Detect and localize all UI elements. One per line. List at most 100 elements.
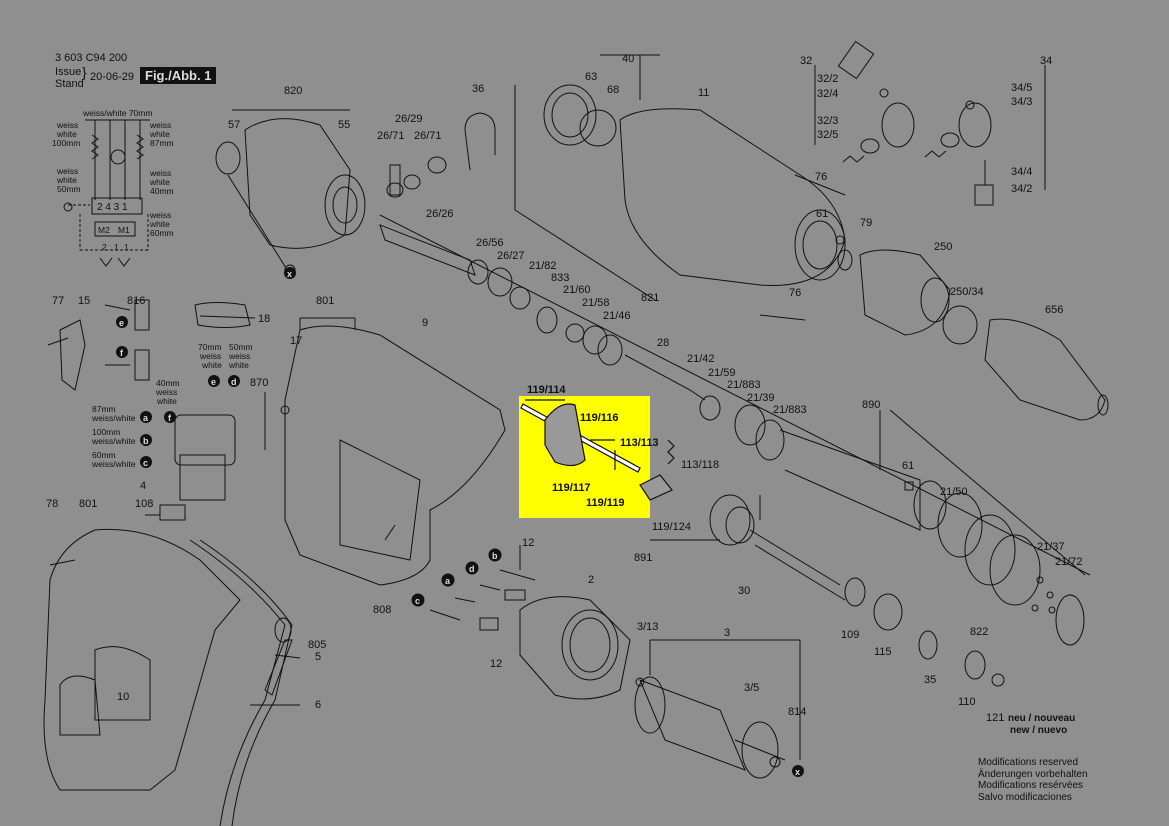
part-label: 891: [634, 552, 652, 564]
part-label: 2: [588, 574, 594, 586]
part-label: 870: [250, 377, 268, 389]
stator-2: [519, 596, 631, 700]
part-label: 801: [79, 498, 97, 510]
wire-note-12: 40mm: [150, 186, 174, 196]
handle-housing-10: [43, 528, 241, 791]
part-label: 32/4: [817, 88, 838, 100]
wire-note-4: weiss: [149, 120, 171, 130]
modifications-note: Modifications reserved Änderungen vorbeh…: [978, 757, 1088, 803]
part-label: 21/883: [773, 404, 807, 416]
part-label: 4: [140, 480, 146, 492]
svg-text:white: white: [156, 396, 177, 406]
part-label: 121: [986, 712, 1004, 724]
new-note-line2: new / nuevo: [1010, 725, 1067, 736]
part-label: 34/3: [1011, 96, 1032, 108]
part-label: 5: [315, 651, 321, 663]
part-label: 79: [860, 217, 872, 229]
part-label: 3/5: [744, 682, 759, 694]
part-label: 63: [585, 71, 597, 83]
stand-label: Stand: [55, 78, 84, 90]
wire-note-13: weiss: [149, 210, 171, 220]
part-label: 36: [472, 83, 484, 95]
label-119-114: 119/114: [527, 384, 566, 396]
housing-half-801: [280, 317, 506, 586]
svg-text:e: e: [211, 377, 216, 387]
part-label: 816: [127, 295, 145, 307]
svg-text:f: f: [168, 413, 172, 423]
part-label: 9: [422, 317, 428, 329]
part-label: 26/56: [476, 237, 504, 249]
part-label: 57: [228, 119, 240, 131]
svg-text:x: x: [287, 269, 292, 279]
part-label: 3/13: [637, 621, 658, 633]
svg-text:70mm: 70mm: [198, 342, 222, 352]
part-label: 21/46: [603, 310, 631, 322]
svg-text:50mm: 50mm: [229, 342, 253, 352]
wire-note-1: weiss: [56, 120, 78, 130]
part-label: 32: [800, 55, 812, 67]
part-label: 12: [490, 658, 502, 670]
part-label: 61: [816, 208, 828, 220]
issue-label: Issue: [55, 66, 82, 78]
part-label: 35: [924, 674, 936, 686]
part-label: 68: [607, 84, 619, 96]
lower-terminal-2: 1: [124, 242, 129, 252]
svg-text:weiss: weiss: [228, 351, 250, 361]
part-label: 820: [284, 85, 302, 97]
switch-notes: 87mm weiss/white 100mm weiss/white 60mm …: [91, 342, 253, 469]
part-label: 21/50: [940, 486, 968, 498]
part-label: 32/2: [817, 73, 838, 85]
label-119-117: 119/117: [552, 482, 591, 494]
part-label: 808: [373, 604, 391, 616]
part-label: 21/72: [1055, 556, 1083, 568]
part-label: 76: [789, 287, 801, 299]
part-label: 32/3: [817, 115, 838, 127]
part-label: 822: [970, 626, 988, 638]
part-label: 76: [815, 171, 827, 183]
part-label: 21/82: [529, 260, 557, 272]
part-label: 833: [551, 272, 569, 284]
wiring-notes: weiss/white 70mm weiss white 100mm weiss…: [52, 108, 174, 252]
wire-note-9: 50mm: [57, 184, 81, 194]
part-label: 250/34: [950, 286, 984, 298]
part-label: 805: [308, 639, 326, 651]
brush-holder-32: [837, 40, 994, 206]
part-label: 34: [1040, 55, 1052, 67]
part-label: 109: [841, 629, 859, 641]
part-label: 77: [52, 295, 64, 307]
lower-terminal-0: 2: [102, 242, 107, 252]
doc-number: 3 603 C94 200: [55, 52, 128, 64]
part-label: 55: [338, 119, 350, 131]
part-label: 26/71: [377, 130, 405, 142]
part-label: 656: [1045, 304, 1063, 316]
part-label: 28: [657, 337, 669, 349]
part-label: 3: [724, 627, 730, 639]
part-label: 110: [958, 696, 976, 708]
svg-text:weiss/white: weiss/white: [91, 413, 136, 423]
lower-terminal-1: 1: [114, 242, 119, 252]
svg-text:b: b: [143, 436, 149, 446]
svg-text:c: c: [415, 596, 420, 606]
svg-text:87mm: 87mm: [92, 404, 116, 414]
part-label: 34/2: [1011, 183, 1032, 195]
part-label: 21/39: [747, 392, 775, 404]
shaft-30: [709, 494, 1005, 687]
chuck-assembly: [835, 235, 1109, 421]
part-label: 40: [622, 53, 634, 65]
part-label: 21/59: [708, 367, 736, 379]
wire-note-8: white: [56, 175, 77, 185]
svg-text:x: x: [795, 767, 800, 777]
part-label: 15: [78, 295, 90, 307]
svg-text:c: c: [143, 458, 148, 468]
svg-text:weiss/white: weiss/white: [91, 436, 136, 446]
svg-text:white: white: [201, 360, 222, 370]
wire-note-0: weiss/white 70mm: [82, 108, 152, 118]
part-label: 78: [46, 498, 58, 510]
part-label: 801: [316, 295, 334, 307]
part-label: 26/29: [395, 113, 423, 125]
wire-note-3: 100mm: [52, 138, 80, 148]
new-note-line1: neu / nouveau: [1008, 713, 1075, 724]
svg-text:d: d: [469, 564, 475, 574]
svg-text:100mm: 100mm: [92, 427, 120, 437]
part-label: 250: [934, 241, 952, 253]
